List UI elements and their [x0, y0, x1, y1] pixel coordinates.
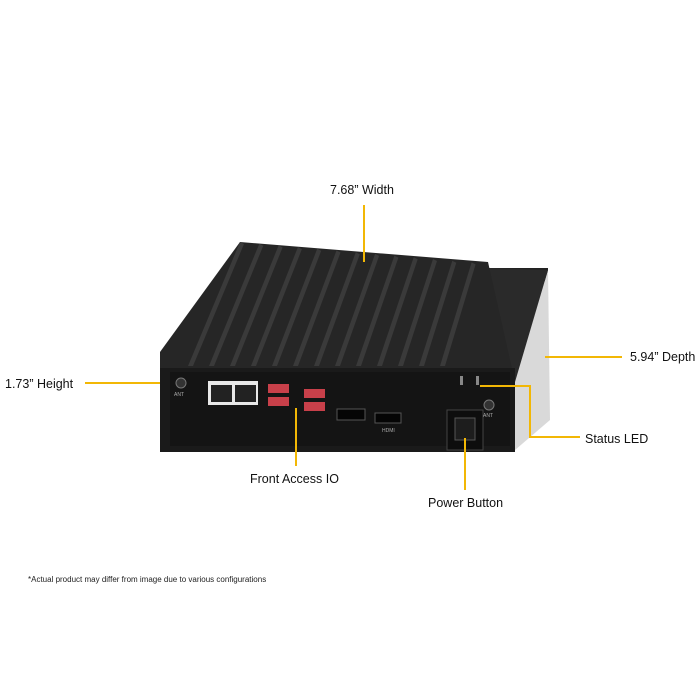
- depth-label: 5.94” Depth: [630, 350, 696, 364]
- heatsink-fin: [356, 255, 399, 366]
- ant-label: ANT: [483, 413, 493, 419]
- usb-port: [304, 389, 325, 398]
- displayport: [336, 408, 366, 421]
- side-panel: [515, 270, 550, 450]
- heatsink-fins: [188, 242, 476, 366]
- heatsink-fin: [272, 248, 322, 366]
- status-led: [476, 376, 479, 385]
- heatsink-fin: [209, 243, 264, 366]
- usb-port: [268, 384, 289, 393]
- heatsink-fin: [419, 260, 457, 366]
- footnote: *Actual product may differ from image du…: [28, 575, 267, 584]
- antenna-connector: [175, 377, 187, 389]
- hdmi-label: HDMI: [382, 428, 395, 434]
- heatsink-fin: [398, 259, 437, 366]
- hdmi-port: [374, 412, 402, 424]
- heatsink-fin: [440, 262, 476, 366]
- status-led: [460, 376, 463, 385]
- annotation-lines: [85, 205, 622, 490]
- heatsink-fin: [377, 257, 418, 366]
- usb-port: [304, 402, 325, 411]
- heatsink-fin: [251, 247, 302, 366]
- width-label: 7.68” Width: [330, 183, 394, 197]
- front-io-label: Front Access IO: [250, 472, 339, 486]
- heatsink-fin: [335, 253, 380, 366]
- power-button-label: Power Button: [428, 496, 504, 510]
- ant-label: ANT: [174, 392, 184, 398]
- status-led-label: Status LED: [585, 432, 649, 446]
- antenna-connector: [483, 399, 495, 411]
- height-label: 1.73” Height: [5, 377, 74, 391]
- heatsink-fin: [293, 250, 341, 366]
- usb-port: [268, 397, 289, 406]
- heatsink-fin: [314, 252, 360, 366]
- heatsink-fin: [188, 242, 244, 366]
- heatsink-fin: [230, 245, 283, 366]
